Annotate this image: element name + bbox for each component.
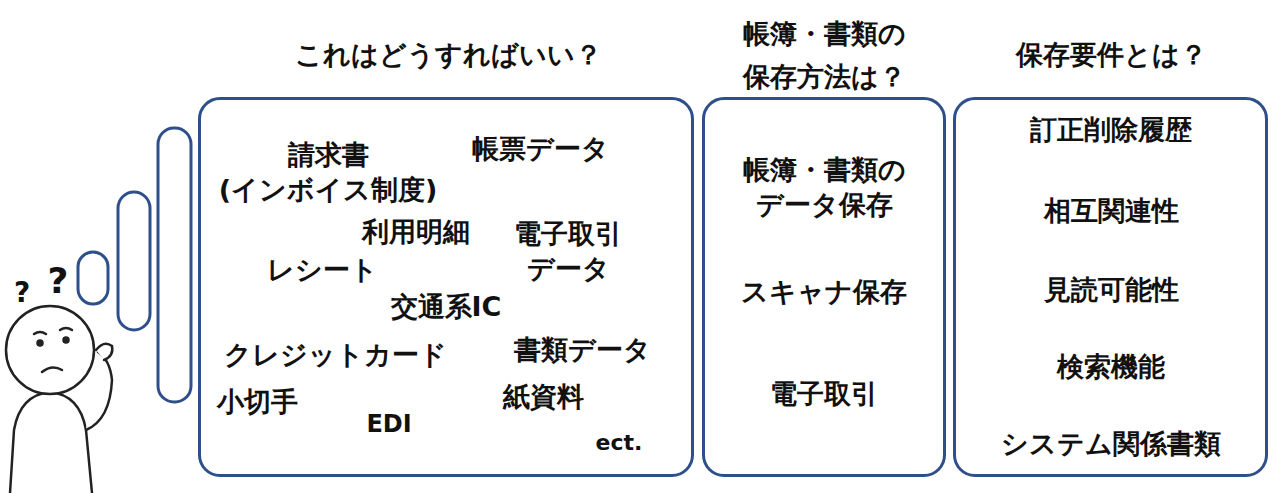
item-text: 小切手 — [217, 384, 298, 419]
thought-bubble — [118, 192, 150, 330]
thought-bubble — [78, 252, 108, 304]
item-text: システム関係書類 — [1001, 426, 1221, 461]
item-text: 帳票データ — [472, 131, 609, 166]
thought-bubble — [158, 128, 191, 402]
item-text: 見読可能性 — [1044, 272, 1179, 307]
item-text: スキャナ保存 — [741, 274, 907, 309]
person — [6, 306, 112, 493]
item-text: レシート — [267, 252, 378, 287]
item-text: 検索機能 — [1057, 349, 1165, 384]
rounded-panel: これはどうすればいい？請求書 (インボイス制度)帳票データ利用明細電子取引 デー… — [198, 97, 694, 477]
item-text: 書類データ — [514, 332, 651, 367]
question-mark: ? — [48, 260, 69, 301]
item-text: 訂正削除履歴 — [1030, 112, 1192, 147]
rounded-panel: 保存要件とは？訂正削除履歴相互関連性見読可能性検索機能システム関係書類 — [953, 97, 1268, 477]
rounded-panel: 帳簿・書類の 保存方法は？帳簿・書類の データ保存スキャナ保存電子取引 — [702, 97, 946, 477]
item-text: ect. — [596, 429, 643, 458]
item-text: 利用明細 — [362, 214, 470, 249]
question-mark: ? — [14, 276, 30, 309]
panel-heading: これはどうすればいい？ — [295, 33, 602, 76]
item-text: 紙資料 — [503, 379, 584, 414]
panel-heading: 保存要件とは？ — [1016, 33, 1207, 76]
item-text: クレジットカード — [224, 337, 447, 372]
item-text: 請求書 (インボイス制度) — [219, 137, 438, 207]
item-text: 相互関連性 — [1044, 193, 1179, 228]
item-text: EDI — [366, 409, 411, 440]
item-text: 帳簿・書類の データ保存 — [743, 152, 906, 222]
item-text: 交通系IC — [391, 289, 502, 324]
panel-heading: 帳簿・書類の 保存方法は？ — [743, 12, 906, 98]
item-text: 電子取引 — [770, 376, 878, 411]
item-text: 電子取引 データ — [514, 216, 622, 286]
